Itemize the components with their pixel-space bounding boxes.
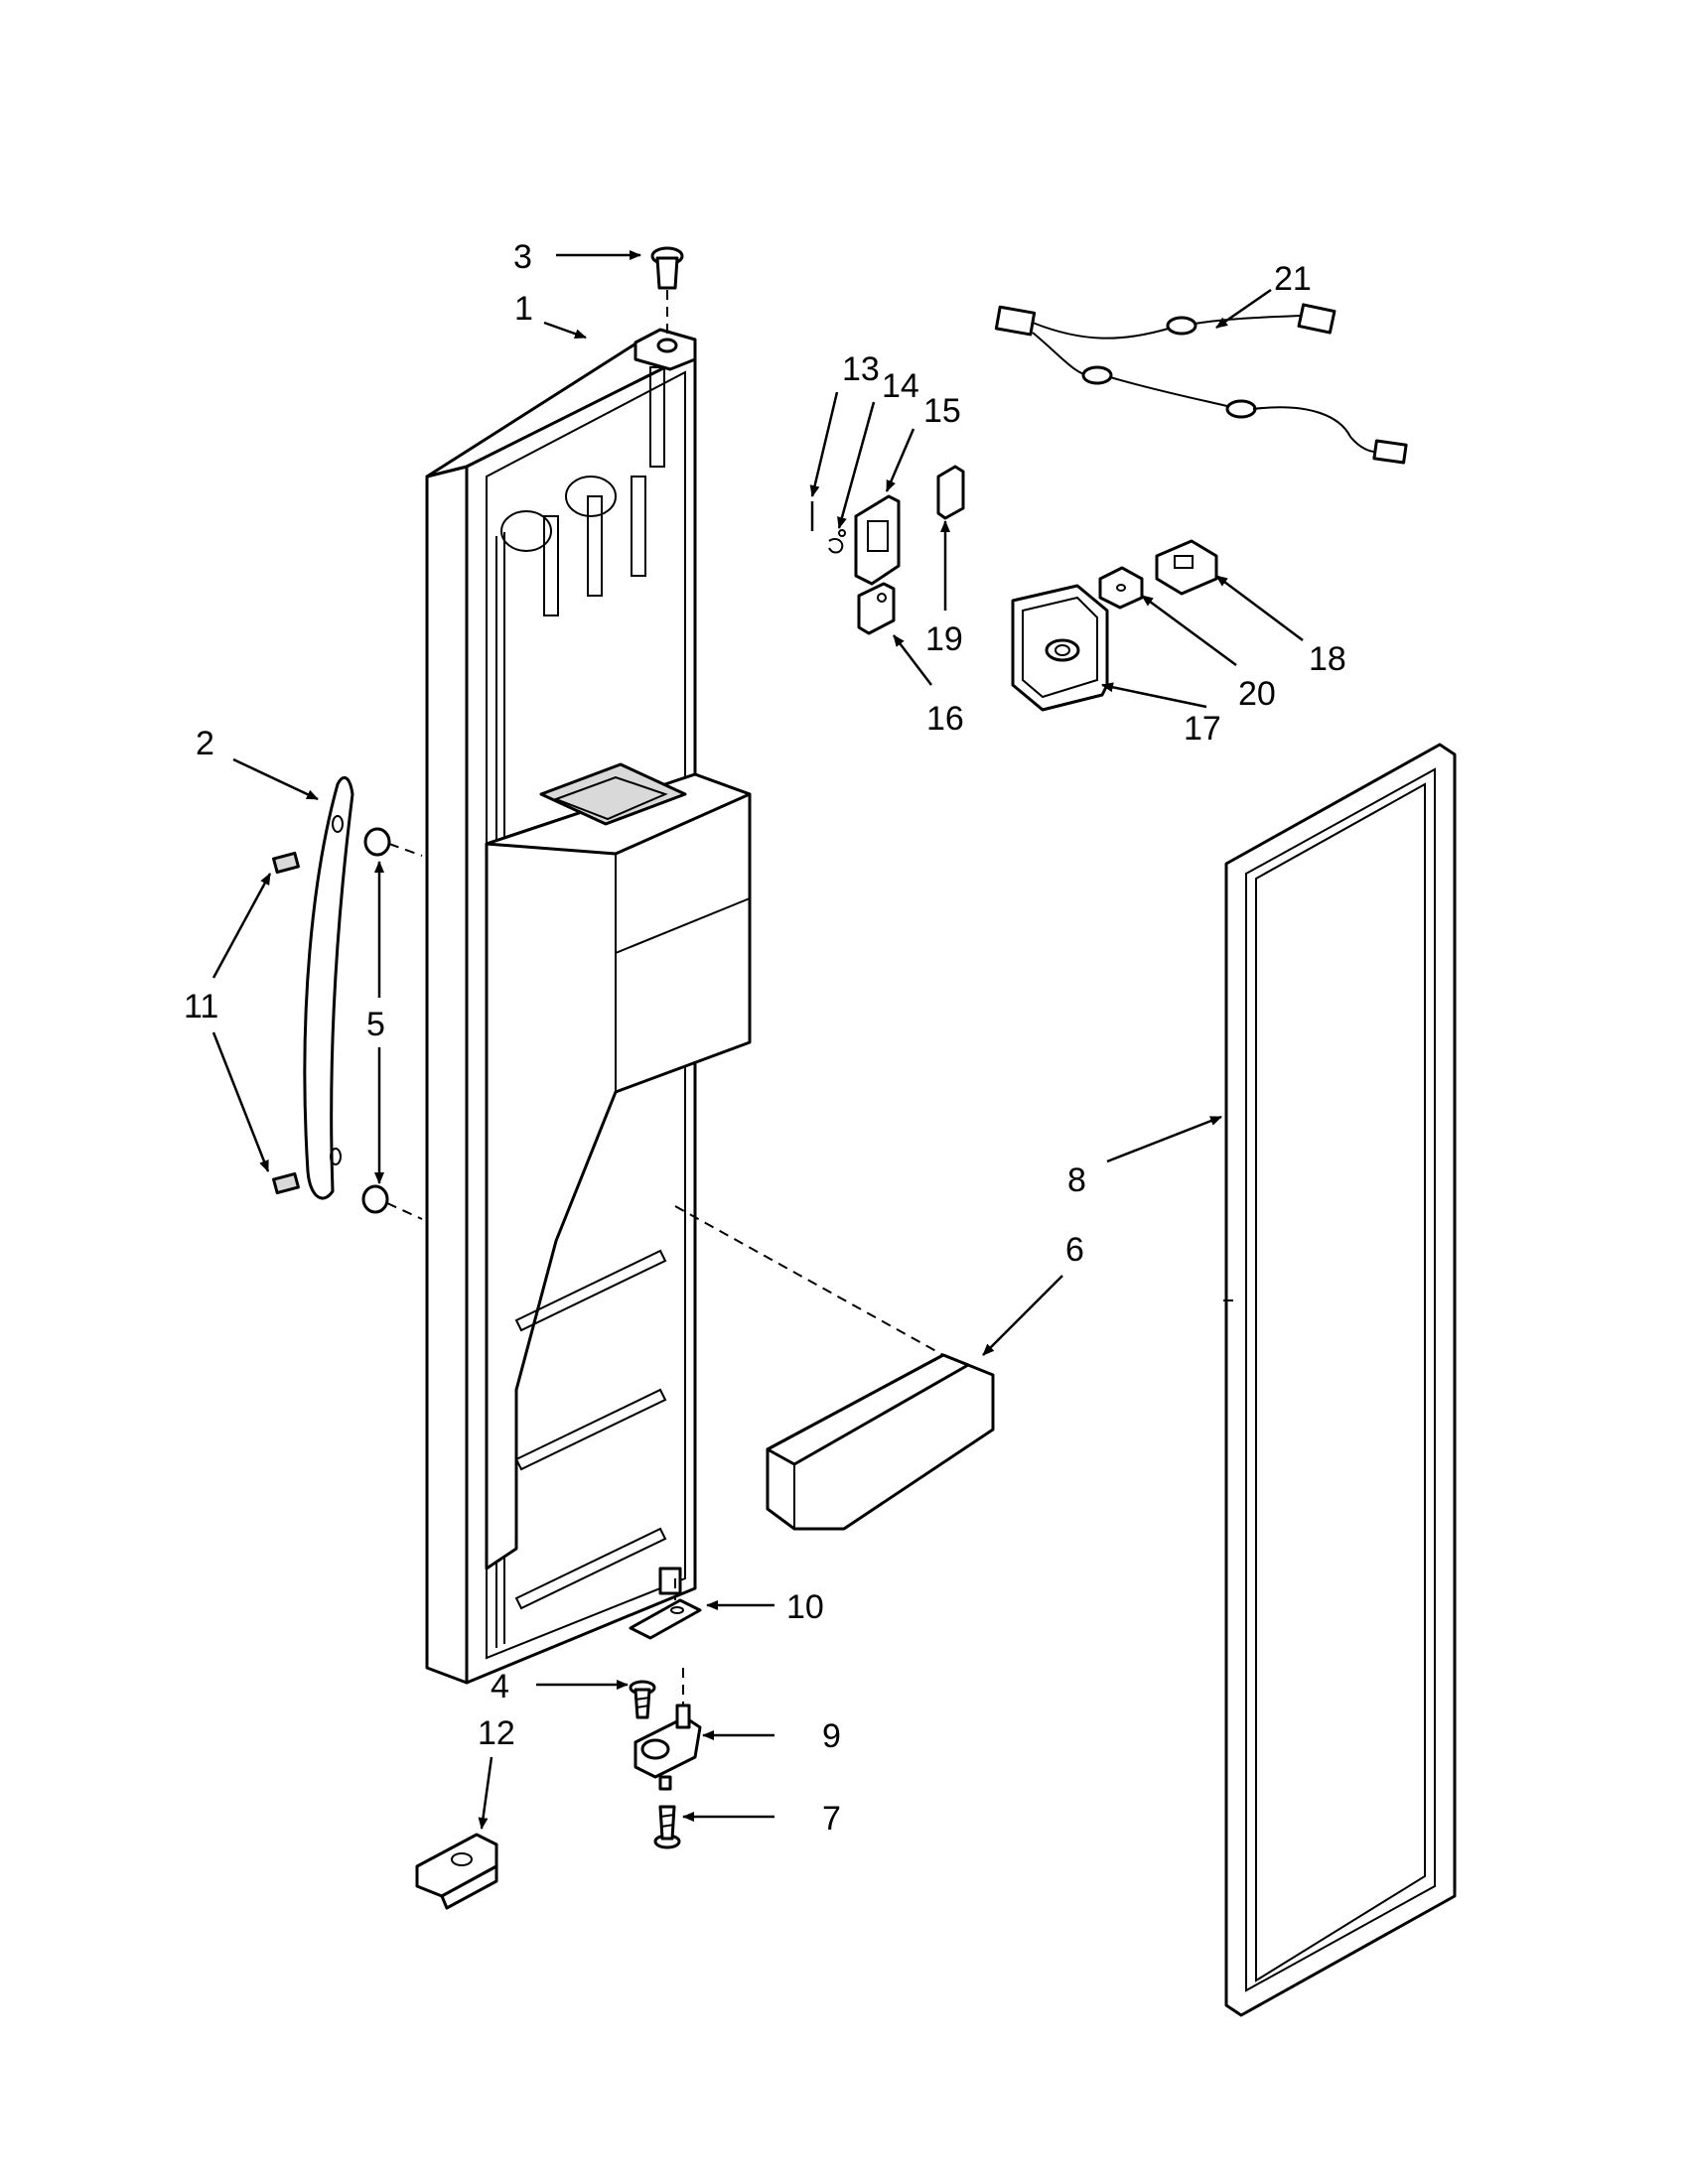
- wire-harness: [994, 303, 1408, 465]
- leader-lines: [211, 250, 1304, 1830]
- callout-5: 5: [366, 1006, 385, 1043]
- callout-7: 7: [822, 1800, 841, 1838]
- callout-13: 13: [842, 350, 880, 388]
- callout-11: 11: [184, 988, 218, 1025]
- switch: [1155, 539, 1218, 596]
- door-gasket: [1223, 743, 1457, 2017]
- door-handle: [303, 776, 354, 1200]
- callout-15: 15: [923, 392, 961, 430]
- callout-12: 12: [478, 1714, 515, 1752]
- freezer-door: [425, 328, 752, 1685]
- callout-10: 10: [786, 1588, 824, 1626]
- callout-3: 3: [513, 238, 532, 276]
- mounting-plate: [1098, 566, 1144, 610]
- callout-21: 21: [1274, 260, 1312, 298]
- handle-spacers: [361, 827, 423, 1220]
- callout-18: 18: [1309, 640, 1346, 678]
- lower-hinge: [633, 1668, 702, 1791]
- callout-2: 2: [196, 725, 214, 762]
- callout-8: 8: [1067, 1161, 1086, 1199]
- callout-20: 20: [1238, 675, 1276, 713]
- hinge-pin-top: [650, 246, 684, 338]
- handle-set-screws: [272, 851, 300, 1195]
- hinge-bolt: [653, 1805, 681, 1849]
- callout-14: 14: [882, 367, 919, 405]
- screw-4: [629, 1680, 656, 1719]
- callout-9: 9: [822, 1717, 841, 1755]
- door-bin: [674, 1205, 995, 1531]
- callout-4: 4: [491, 1668, 509, 1706]
- callout-17: 17: [1184, 710, 1221, 748]
- hinge-shim: [629, 1578, 702, 1640]
- dispenser-small-parts: [810, 465, 965, 635]
- callout-16: 16: [926, 700, 964, 738]
- bottom-bracket: [415, 1833, 498, 1910]
- callout-6: 6: [1065, 1231, 1084, 1269]
- callout-19: 19: [925, 620, 963, 658]
- callout-labels: 3 1 2 11 5 6 8 10 4 12 9 7 13 14 15 19 1…: [184, 238, 1346, 1838]
- control-housing: [1011, 584, 1109, 712]
- callout-1: 1: [514, 290, 533, 328]
